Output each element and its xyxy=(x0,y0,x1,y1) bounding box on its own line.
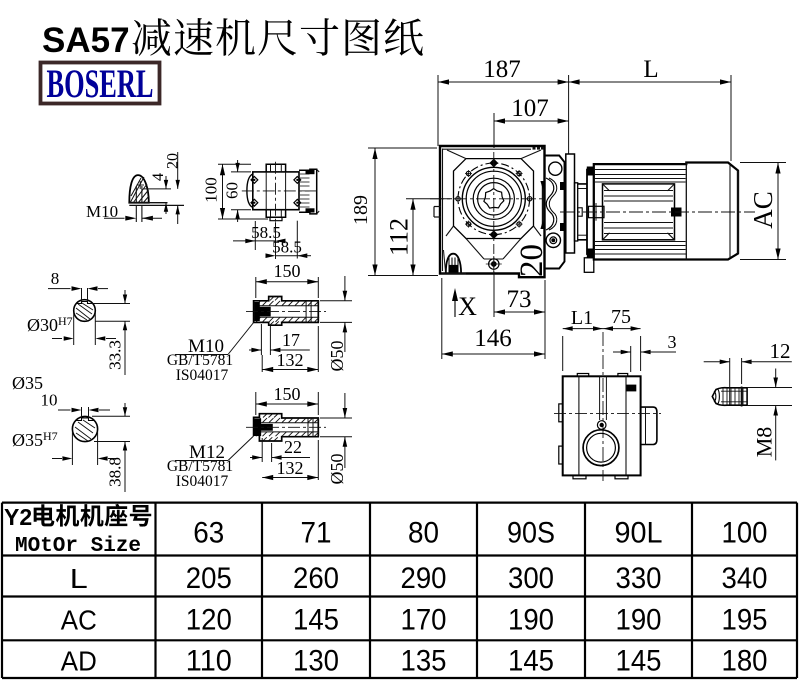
svg-text:132: 132 xyxy=(277,350,304,370)
svg-text:145: 145 xyxy=(293,604,339,637)
svg-text:BOSERL: BOSERL xyxy=(46,63,153,107)
svg-text:340: 340 xyxy=(722,562,768,595)
svg-text:MOtOr Size: MOtOr Size xyxy=(15,535,141,558)
svg-text:Y2: Y2 xyxy=(4,504,32,530)
svg-text:GB/T5781: GB/T5781 xyxy=(167,352,233,369)
svg-text:IS04017: IS04017 xyxy=(176,367,229,384)
svg-text:L1: L1 xyxy=(571,307,593,329)
svg-text:260: 260 xyxy=(293,562,339,595)
svg-text:300: 300 xyxy=(508,562,554,595)
svg-text:90S: 90S xyxy=(507,517,555,550)
svg-text:12: 12 xyxy=(770,339,791,363)
svg-text:63: 63 xyxy=(193,517,224,550)
svg-text:M10: M10 xyxy=(188,336,224,357)
svg-text:M10: M10 xyxy=(86,202,118,221)
svg-text:22: 22 xyxy=(284,437,302,457)
svg-text:180: 180 xyxy=(722,645,768,678)
svg-text:80: 80 xyxy=(408,517,439,550)
svg-text:Ø50: Ø50 xyxy=(327,454,347,485)
svg-text:L: L xyxy=(643,56,658,83)
svg-text:187: 187 xyxy=(483,56,521,83)
svg-text:195: 195 xyxy=(722,604,768,637)
svg-text:120: 120 xyxy=(186,604,232,637)
svg-text:IS04017: IS04017 xyxy=(176,473,229,490)
svg-text:205: 205 xyxy=(186,562,232,595)
svg-text:GB/T5781: GB/T5781 xyxy=(167,458,233,475)
svg-text:130: 130 xyxy=(293,645,339,678)
svg-text:AD: AD xyxy=(61,646,97,677)
svg-text:90L: 90L xyxy=(615,517,663,550)
svg-text:110: 110 xyxy=(186,645,232,678)
svg-text:4: 4 xyxy=(150,173,167,181)
svg-text:107: 107 xyxy=(511,95,549,122)
svg-text:145: 145 xyxy=(616,645,662,678)
svg-text:AC: AC xyxy=(61,605,97,636)
svg-text:SA57: SA57 xyxy=(42,21,130,60)
svg-text:132: 132 xyxy=(277,458,304,478)
svg-text:75: 75 xyxy=(611,306,631,328)
svg-text:AC: AC xyxy=(748,191,778,229)
svg-text:170: 170 xyxy=(401,604,447,637)
svg-text:60: 60 xyxy=(222,182,241,199)
svg-text:20: 20 xyxy=(164,153,181,169)
svg-text:M12: M12 xyxy=(189,442,225,463)
svg-text:33.3: 33.3 xyxy=(106,340,125,370)
svg-text:Ø35: Ø35 xyxy=(12,373,43,393)
svg-text:Ø50: Ø50 xyxy=(327,341,347,372)
svg-text:190: 190 xyxy=(616,604,662,637)
svg-text:X: X xyxy=(458,292,477,321)
svg-text:146: 146 xyxy=(474,325,512,352)
svg-text:58.5: 58.5 xyxy=(272,238,302,257)
svg-text:135: 135 xyxy=(401,645,447,678)
svg-text:330: 330 xyxy=(616,562,662,595)
svg-text:73: 73 xyxy=(507,286,532,313)
svg-text:71: 71 xyxy=(301,517,332,550)
svg-text:3: 3 xyxy=(668,332,677,352)
svg-text:17: 17 xyxy=(282,330,300,350)
svg-text:10: 10 xyxy=(41,391,58,410)
svg-text:150: 150 xyxy=(274,384,301,404)
svg-text:290: 290 xyxy=(401,562,447,595)
svg-text:M8: M8 xyxy=(752,427,777,458)
svg-text:145: 145 xyxy=(508,645,554,678)
svg-text:8: 8 xyxy=(51,269,60,288)
svg-text:190: 190 xyxy=(508,604,554,637)
svg-text:189: 189 xyxy=(350,195,372,225)
svg-text:100: 100 xyxy=(202,177,221,203)
svg-text:L: L xyxy=(70,563,88,594)
svg-text:100: 100 xyxy=(722,517,768,550)
svg-text:20: 20 xyxy=(514,244,550,277)
svg-text:38.8: 38.8 xyxy=(106,457,125,487)
svg-text:58.5: 58.5 xyxy=(251,223,281,242)
svg-text:112: 112 xyxy=(385,218,414,256)
svg-text:150: 150 xyxy=(274,261,301,281)
